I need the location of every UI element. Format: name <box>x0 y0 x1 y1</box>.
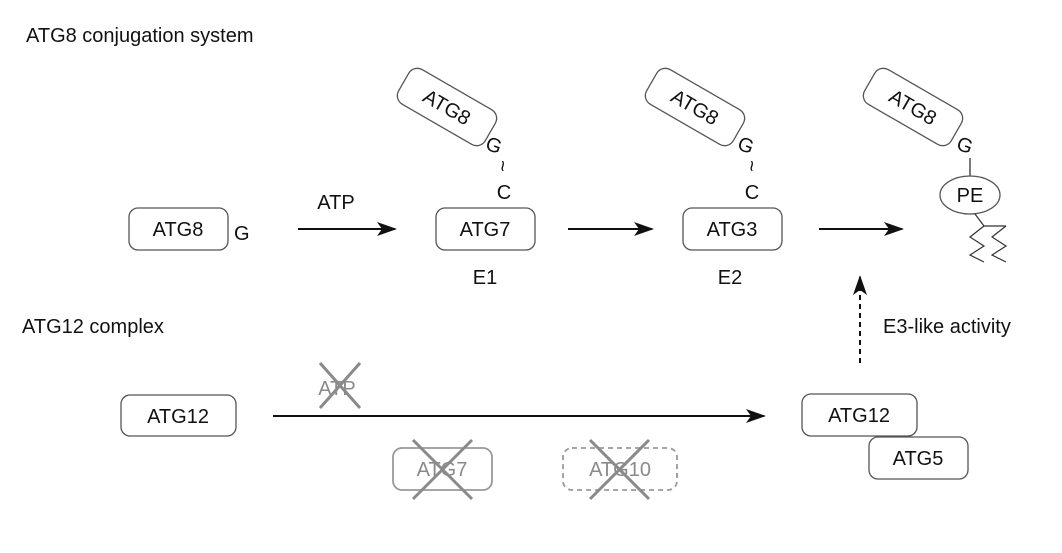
g-label-e2: G <box>735 133 757 159</box>
atg12-complex-box <box>801 393 918 437</box>
e1-label: E1 <box>473 267 497 289</box>
atg3-box <box>682 207 783 251</box>
thioester-bond-e1: ~ <box>491 160 513 172</box>
atg7-box <box>435 207 536 251</box>
e2-complex: ATG8 G ~ C ATG3 E2 <box>644 67 783 289</box>
pe-label: PE <box>957 185 984 207</box>
crossed-atg7: ATG7 <box>392 438 493 501</box>
atg8-label: ATG8 <box>153 219 204 241</box>
crossed-atp: ATP <box>318 362 362 409</box>
atg8-pe-product: ATG8 G PE <box>862 67 1008 263</box>
c-label-e1: C <box>497 182 511 204</box>
atp-label: ATP <box>317 192 354 214</box>
atg8-conjugate-e2: ATG8 <box>644 67 746 147</box>
crossed-atg10: ATG10 <box>562 438 678 501</box>
thioester-bond-e2: ~ <box>740 160 762 172</box>
atg8-conjugate-e1: ATG8 <box>396 67 498 147</box>
lipid-tails-icon <box>968 213 1008 263</box>
e2-label: E2 <box>718 267 742 289</box>
atg12-complex-label: ATG12 <box>828 405 890 427</box>
atg12-box <box>120 394 237 437</box>
c-label-e2: C <box>745 182 759 204</box>
atg12-atg5-complex: ATG12 ATG5 <box>801 393 969 480</box>
atg12-label: ATG12 <box>147 406 209 428</box>
atg5-label: ATG5 <box>893 448 944 470</box>
atg5-box <box>868 436 969 480</box>
pe-ellipse <box>939 175 1001 215</box>
section-title-atg8: ATG8 conjugation system <box>26 25 254 47</box>
atg8-box <box>128 207 229 251</box>
atg7-label: ATG7 <box>460 219 511 241</box>
atg8-start: ATG8 G <box>128 207 250 251</box>
atg8-conjugate-pe: ATG8 <box>862 67 964 147</box>
section-title-atg12: ATG12 complex <box>22 316 164 338</box>
g-label-pe: G <box>954 133 976 159</box>
g-label-e1: G <box>483 133 505 159</box>
e1-complex: ATG8 G ~ C ATG7 E1 <box>396 67 536 289</box>
atg3-label: ATG3 <box>707 219 758 241</box>
e3-like-label: E3-like activity <box>883 316 1011 338</box>
glycine-label: G <box>234 223 250 245</box>
atg12-start: ATG12 <box>120 394 237 437</box>
